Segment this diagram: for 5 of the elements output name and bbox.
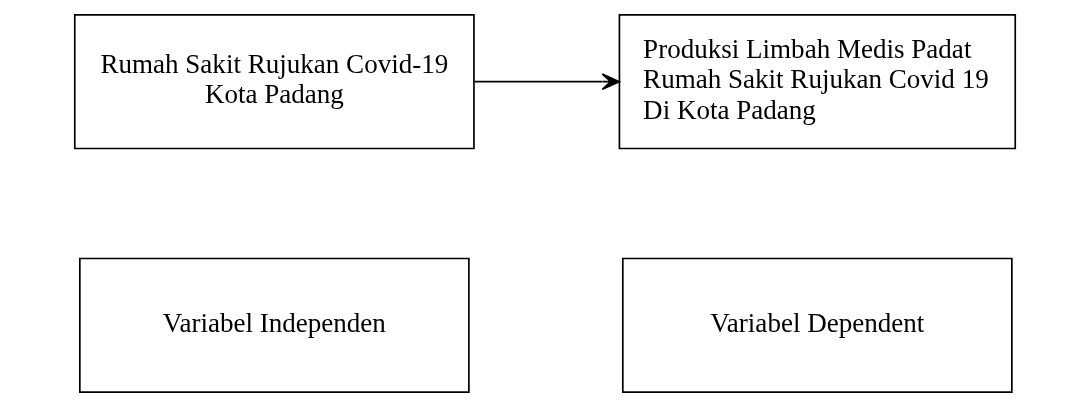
node-box: Variabel Independen [79,257,470,393]
node-box: Produksi Limbah Medis Padat Rumah Sakit Rujukan Covid 19 Di Kota Padang [618,14,1017,150]
node-box: Rumah Sakit Rujukan Covid-19 Kota Padang [73,14,475,150]
arrow [473,73,621,91]
node-box: Variabel Dependent [621,257,1013,393]
